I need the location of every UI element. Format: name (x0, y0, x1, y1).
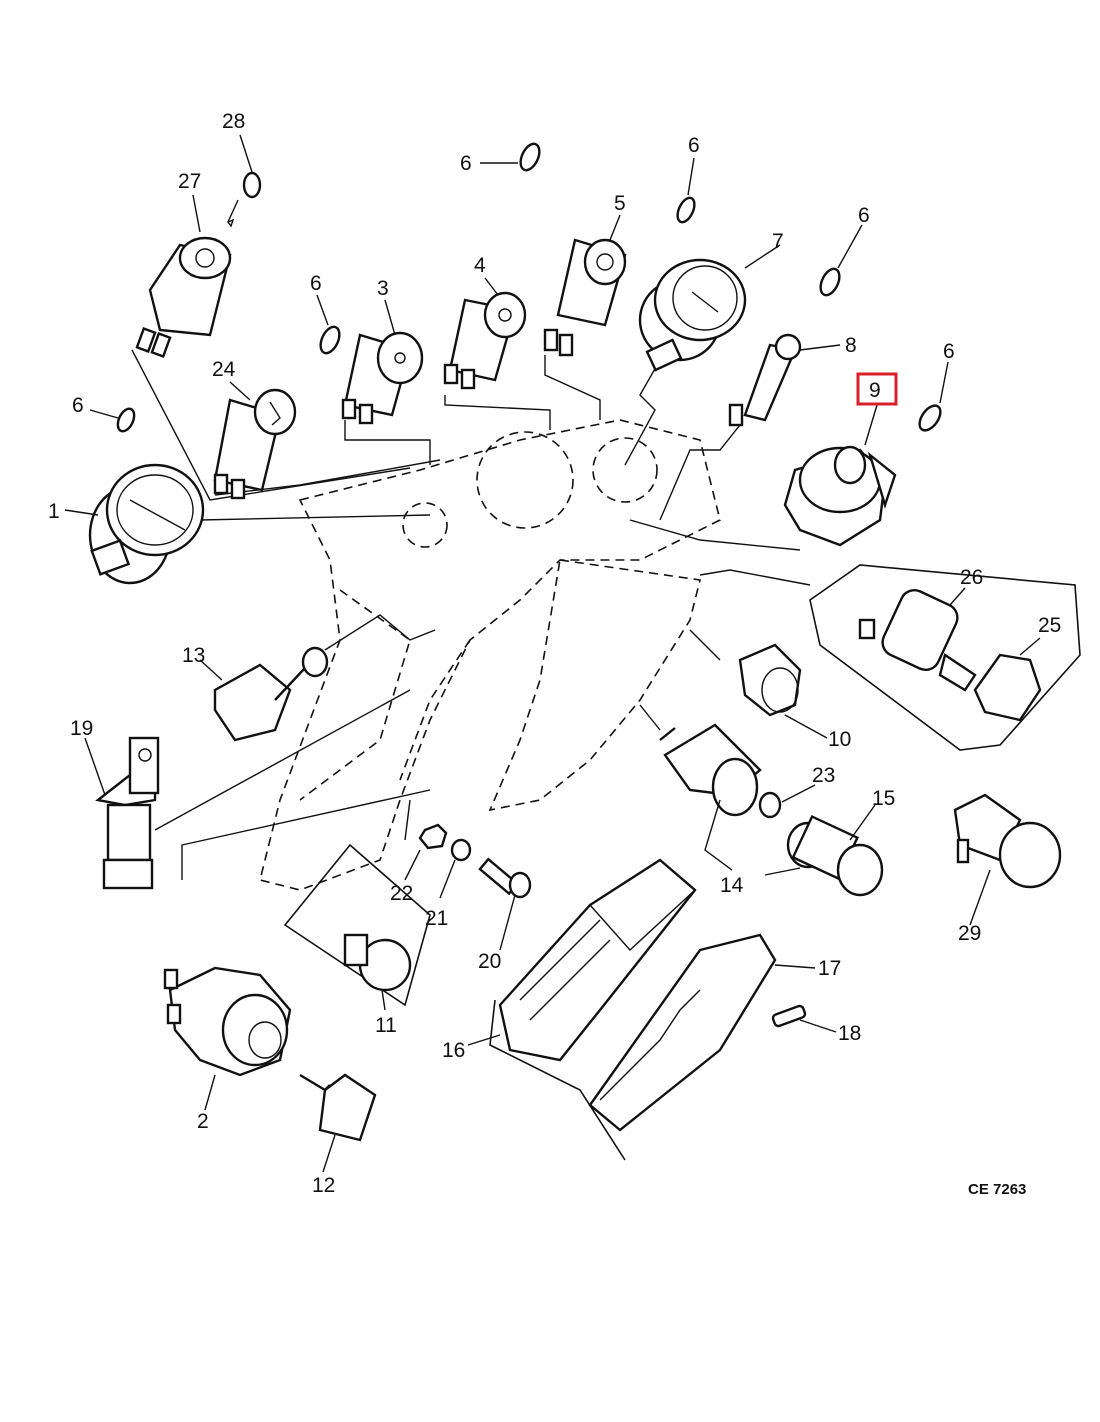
callout-10: 10 (828, 728, 851, 751)
part-12-key (299, 1073, 377, 1142)
part-13-switch (213, 646, 329, 742)
callout-6: 6 (688, 134, 700, 157)
part-29-light (953, 793, 1062, 889)
part-25-knob (973, 653, 1042, 722)
part-2-ignition-switch (163, 966, 292, 1077)
part-3-lamp-holder (341, 331, 424, 425)
callout-7: 7 (772, 230, 784, 253)
callout-14: 14 (720, 874, 744, 897)
part-11-switch (283, 843, 431, 1007)
callout-19: 19 (70, 717, 93, 740)
part-20-bolt (478, 857, 532, 899)
callout-16: 16 (442, 1039, 465, 1062)
callout-5: 5 (614, 192, 626, 215)
part-8-lamp-holder (728, 333, 802, 427)
callout-3: 3 (377, 277, 389, 300)
callout-9: 9 (869, 379, 881, 402)
callout-28: 28 (222, 110, 245, 133)
part-21-washer (450, 838, 472, 862)
callout-6: 6 (310, 272, 322, 295)
part-1-gauge (88, 463, 205, 585)
callout-25: 25 (1038, 614, 1061, 637)
callout-6: 6 (460, 152, 472, 175)
callout-13: 13 (182, 644, 205, 667)
callout-labels: 28 27 6 5 6 7 6 6 3 4 24 8 6 9 6 1 26 25… (48, 110, 1061, 1197)
callout-21: 21 (425, 907, 448, 930)
callout-8: 8 (845, 334, 857, 357)
part-4-lamp-holder (443, 291, 527, 390)
callout-27: 27 (178, 170, 201, 193)
callout-29: 29 (958, 922, 981, 945)
part-23-grommet (758, 791, 782, 819)
part-22-nut (418, 823, 448, 850)
part-27-lamp-holder (135, 236, 232, 358)
callout-23: 23 (812, 764, 835, 787)
part-10-sensor (738, 643, 802, 717)
part-26-switch (858, 589, 977, 692)
part-17-cover (588, 933, 777, 1132)
highlight-box-item-9 (856, 372, 898, 406)
instrument-panel-outline (259, 419, 721, 891)
callout-leaders (64, 134, 1041, 1173)
callout-12: 12 (312, 1174, 335, 1197)
callout-11: 11 (375, 1014, 397, 1037)
callout-6: 6 (943, 340, 955, 363)
part-14-socket (659, 723, 762, 817)
part-24-lamp-holder (213, 388, 297, 500)
part-7-gauge (638, 258, 747, 372)
group-outlines (489, 564, 1081, 1161)
reference-code: CE 7263 (968, 1181, 1026, 1198)
part-18-fuse (771, 1004, 807, 1028)
part-15-plug (786, 814, 884, 897)
callout-26: 26 (960, 566, 983, 589)
callout-6: 6 (858, 204, 870, 227)
callout-20: 20 (478, 950, 501, 973)
part-5-lamp-holder (543, 238, 627, 357)
callout-18: 18 (838, 1022, 861, 1045)
part-16-fuse-box (498, 858, 697, 1062)
part-28-bulb (226, 171, 262, 228)
part-19-relay (95, 736, 160, 890)
bulbs-6 (116, 142, 942, 433)
callout-1: 1 (48, 500, 60, 523)
callout-24: 24 (212, 358, 236, 381)
callout-17: 17 (818, 957, 841, 980)
part-9-switch (783, 445, 897, 547)
callout-6: 6 (72, 394, 84, 417)
callout-15: 15 (872, 787, 895, 810)
callout-4: 4 (474, 254, 486, 277)
callout-22: 22 (390, 882, 413, 905)
callout-2: 2 (197, 1110, 209, 1133)
